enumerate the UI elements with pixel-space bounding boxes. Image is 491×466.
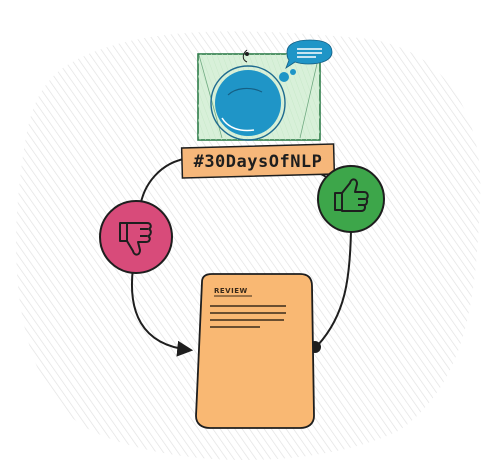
connector-thumbs-up-to-review [317,229,352,346]
hashtag-text: #30DaysOfNLP [194,152,323,172]
thumbs-down-icon [119,222,152,256]
chat-bubbles-icon [210,39,333,141]
review-title: REVIEW [214,287,248,295]
connector-thumbs-down-to-review [131,267,194,357]
hashtag-label: #30DaysOfNLP [180,143,336,179]
background-blob [16,31,481,461]
thumbs-down-node [99,200,173,274]
review-document-icon: REVIEW [195,273,315,429]
thumbs-up-icon [334,178,369,212]
thumbs-up-node [317,165,385,233]
